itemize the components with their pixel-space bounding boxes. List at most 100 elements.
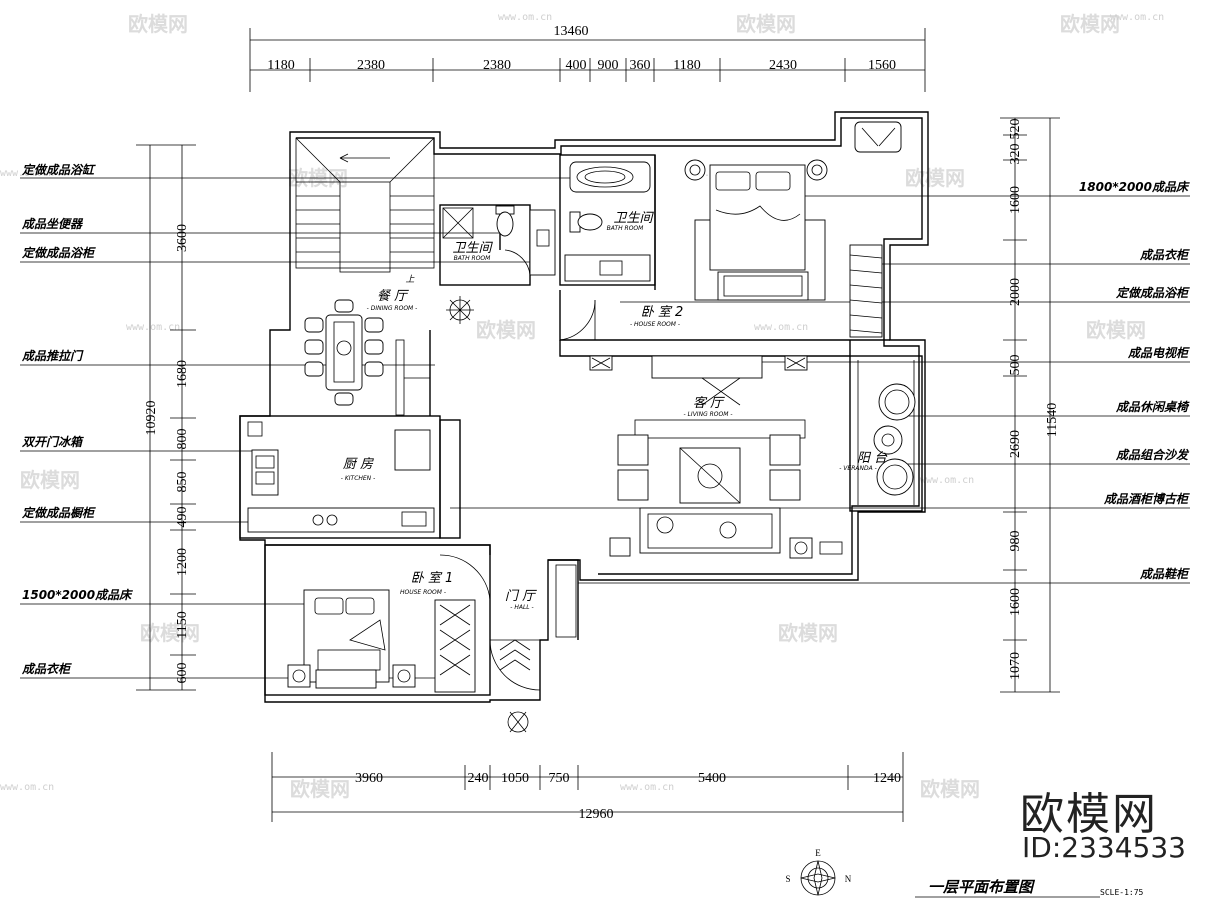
lounge-chair-icon xyxy=(854,121,902,153)
watermark-url: www.om.cn xyxy=(754,322,808,333)
left-dimension-chain: 10920 3600 1680 800 850 490 1200 1150 60… xyxy=(136,144,196,691)
left-dimension: 1680 xyxy=(175,360,190,388)
room-label-dining: 餐 厅 xyxy=(377,289,409,304)
compass-south: S xyxy=(785,874,790,884)
callout-toilet: 成品坐便器 xyxy=(21,217,84,231)
callout-fridge: 双开门冰箱 xyxy=(21,435,84,449)
watermark: 欧模网 xyxy=(476,318,536,342)
bottom-dimension: 750 xyxy=(549,771,570,786)
callout-tv-cabinet: 成品电视柜 xyxy=(1127,346,1190,360)
watermark-url: www.om.cn xyxy=(126,322,180,333)
watermark: 欧模网 xyxy=(1060,12,1120,36)
room-label-kitchen: 厨 房 xyxy=(343,457,374,472)
room-label-en-bed1: HOUSE ROOM - xyxy=(400,589,446,596)
watermark-url: www.om.cn xyxy=(498,12,552,23)
room-label-veranda: 阳 台 xyxy=(857,451,888,466)
bottom-dimension: 1240 xyxy=(873,771,901,786)
room-label-bath1: 卫生间 xyxy=(452,241,493,256)
room-label-bed1: 卧 室 1 xyxy=(411,570,454,586)
left-dimension: 490 xyxy=(175,507,190,528)
top-dimension: 400 xyxy=(566,58,587,73)
sliding-door-icon xyxy=(395,339,430,416)
room-label-bath2: 卫生间 xyxy=(613,211,654,226)
shower-icon xyxy=(442,207,474,239)
bottom-dimension-chain: 3960 240 1050 750 5400 1240 12960 xyxy=(271,752,904,822)
right-total-dimension: 11540 xyxy=(1045,403,1060,437)
right-dimension: 2000 xyxy=(1008,278,1023,306)
furniture xyxy=(247,121,916,733)
callout-bed-1500: 1500*2000成品床 xyxy=(22,588,133,602)
watermark-url: www.om.cn xyxy=(0,168,54,179)
top-dimension: 1180 xyxy=(267,58,294,73)
callout-wine-cabinet: 成品酒柜博古柜 xyxy=(1103,492,1190,506)
compass-icon: E S N xyxy=(785,848,852,896)
callout-wardrobe: 成品衣柜 xyxy=(21,662,72,676)
washbasin-icon xyxy=(529,209,556,276)
drawing-title: 一层平面布置图 SCLE-1:75 xyxy=(915,878,1144,898)
toilet-icon xyxy=(569,211,603,233)
room-label-en-hall: - HALL - xyxy=(510,604,533,611)
top-dimension: 2430 xyxy=(769,58,797,73)
bottom-dimension: 5400 xyxy=(698,771,726,786)
watermark: 欧模网 xyxy=(920,777,980,801)
watermark-url: www.om.cn xyxy=(0,782,54,793)
top-dimension: 1560 xyxy=(868,58,896,73)
right-dimension: 520 xyxy=(1008,119,1023,140)
left-dimension: 3600 xyxy=(175,224,190,252)
double-bed-icon xyxy=(684,159,828,301)
leisure-table-icon xyxy=(873,383,916,496)
plant-icon xyxy=(507,711,529,733)
watermark-url: www.om.cn xyxy=(920,475,974,486)
watermark-url: www.om.cn xyxy=(620,782,674,793)
right-dimension: 2690 xyxy=(1008,430,1023,458)
dining-table-icon xyxy=(304,299,384,406)
top-dimension: 1180 xyxy=(673,58,700,73)
callout-sliding-door: 成品推拉门 xyxy=(21,349,84,363)
top-dimension: 900 xyxy=(598,58,619,73)
bottom-dimension: 1050 xyxy=(501,771,529,786)
watermark: 欧模网 xyxy=(140,621,200,645)
right-callouts: 1800*2000成品床 成品衣柜 定做成品浴柜 成品电视柜 成品休闲桌椅 成品… xyxy=(450,180,1190,584)
bathtub-icon xyxy=(569,161,651,193)
right-dimension: 320 xyxy=(1008,144,1023,165)
left-dimension: 1150 xyxy=(175,611,190,638)
callout-bathtub: 定做成品浴缸 xyxy=(21,163,96,177)
callout-shoe-cabinet: 成品鞋柜 xyxy=(1139,567,1190,581)
left-dimension: 600 xyxy=(175,663,190,684)
right-dimension-chain: 11540 320 520 1600 2000 500 2690 980 160… xyxy=(1000,117,1060,693)
right-dimension: 500 xyxy=(1008,355,1023,376)
sofa-set-icon xyxy=(609,419,843,559)
top-dimension: 2380 xyxy=(357,58,385,73)
top-dimension-chain: 13460 1180 2380 2380 400 900 360 1180 24… xyxy=(249,24,926,92)
left-dimension: 1200 xyxy=(175,548,190,576)
watermark: 欧模网 xyxy=(905,166,965,190)
top-dimension: 2380 xyxy=(483,58,511,73)
bottom-total-dimension: 12960 xyxy=(579,807,614,822)
watermark: 欧模网 xyxy=(778,621,838,645)
callout-leisure-table: 成品休闲桌椅 xyxy=(1115,400,1190,414)
drawing-title-text: 一层平面布置图 xyxy=(928,878,1036,896)
right-dimension: 980 xyxy=(1008,531,1023,552)
brand-id: ID:2334533 xyxy=(1022,831,1186,864)
room-label-en-bath1: BATH ROOM xyxy=(454,255,491,262)
plant-icon xyxy=(446,296,474,324)
callout-sofa: 成品组合沙发 xyxy=(1115,448,1190,462)
room-label-en-veranda: - VERANDA - xyxy=(839,465,877,472)
room-label-bed2: 卧 室 2 xyxy=(641,304,684,320)
room-label-en-bath2: BATH ROOM xyxy=(607,225,644,232)
room-label-en-bed2: - HOUSE ROOM - xyxy=(630,321,680,328)
left-callouts: 定做成品浴缸 成品坐便器 定做成品浴柜 成品推拉门 双开门冰箱 定做成品橱柜 1… xyxy=(20,163,590,679)
callout-bath-cabinet-2: 定做成品浴柜 xyxy=(1115,286,1190,300)
watermark: 欧模网 xyxy=(736,12,796,36)
fridge-icon xyxy=(251,449,279,496)
right-dimension: 1600 xyxy=(1008,588,1023,616)
top-total-dimension: 13460 xyxy=(554,24,589,39)
entrance-steps-icon xyxy=(499,639,531,671)
room-label-hall: 门 厅 xyxy=(505,589,537,604)
callout-bath-cabinet: 定做成品浴柜 xyxy=(21,246,96,260)
left-dimension: 850 xyxy=(175,472,190,493)
watermark: 欧模网 xyxy=(1086,318,1146,342)
left-dimension: 800 xyxy=(175,429,190,450)
plant-icon xyxy=(784,355,808,371)
